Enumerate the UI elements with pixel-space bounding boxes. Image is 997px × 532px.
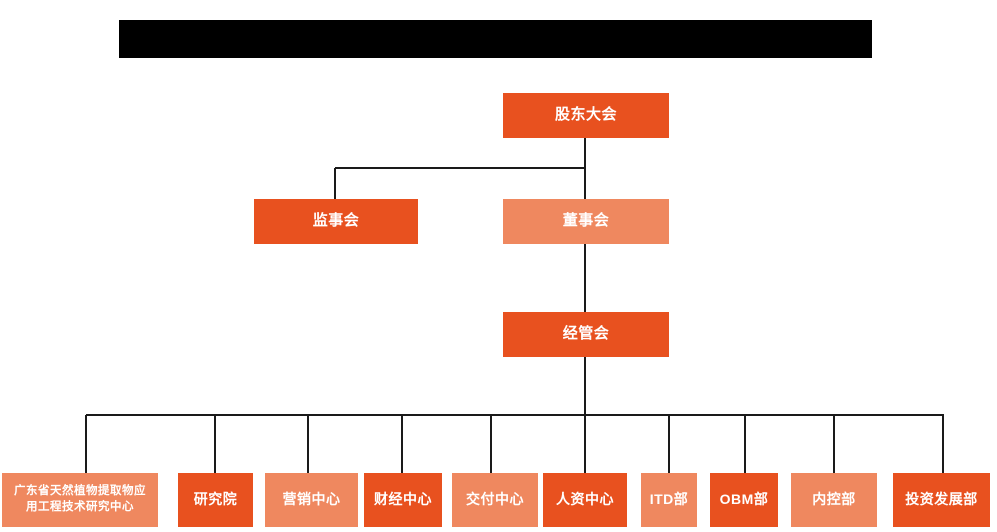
connector-drop-obm-dept [744,415,746,473]
org-node-label: 人资中心 [556,491,614,508]
org-node-label: ITD部 [649,491,689,508]
org-node-label: 内控部 [812,491,856,508]
org-node-itd-dept[interactable]: ITD部 [641,473,697,527]
org-node-investment-development-dept[interactable]: 投资发展部 [893,473,990,527]
org-node-supervisors[interactable]: 监事会 [254,199,418,244]
connector-drop-hr-center [584,415,586,473]
org-node-finance-center[interactable]: 财经中心 [364,473,442,527]
org-node-management[interactable]: 经管会 [503,312,669,357]
org-node-marketing-center[interactable]: 营销中心 [265,473,358,527]
connector-drop-finance-center [401,415,403,473]
org-node-label: 研究院 [193,491,238,508]
org-node-shareholders[interactable]: 股东大会 [503,93,669,138]
connector-level2-bus [335,167,586,169]
connector-drop-delivery-center [490,415,492,473]
connector-level4-bus [86,414,944,416]
connector-shareholders-stem [584,138,586,169]
org-node-label: 监事会 [312,212,360,230]
org-node-obm-dept[interactable]: OBM部 [710,473,778,527]
org-node-label: OBM部 [719,491,769,508]
org-node-research-institute[interactable]: 研究院 [178,473,253,527]
connector-drop-gd-research-center [85,415,87,473]
connector-drop-marketing-center [307,415,309,473]
org-node-label: 广东省天然植物提取物应用工程技术研究中心 [14,485,146,513]
connector-management-stem [584,357,586,415]
connector-drop-internal-control-dept [833,415,835,473]
connector-drop-itd-dept [668,415,670,473]
connector-board-drop [584,168,586,199]
connector-board-to-management [584,244,586,312]
org-node-board[interactable]: 董事会 [503,199,669,244]
org-node-label: 财经中心 [374,491,432,508]
org-node-label: 经管会 [562,325,610,343]
org-node-label: 董事会 [562,212,610,230]
org-node-label: 交付中心 [466,491,524,508]
org-node-label: 营销中心 [282,491,341,508]
connector-supervisors-drop [334,168,336,199]
org-node-gd-research-center[interactable]: 广东省天然植物提取物应用工程技术研究中心 [2,473,158,527]
org-node-label: 投资发展部 [905,491,978,508]
redacted-title-bar [119,20,872,58]
org-node-hr-center[interactable]: 人资中心 [543,473,627,527]
org-node-label: 股东大会 [554,106,617,124]
connector-drop-research-institute [214,415,216,473]
org-node-delivery-center[interactable]: 交付中心 [452,473,538,527]
org-node-internal-control-dept[interactable]: 内控部 [791,473,877,527]
connector-drop-investment-development-dept [942,415,944,473]
